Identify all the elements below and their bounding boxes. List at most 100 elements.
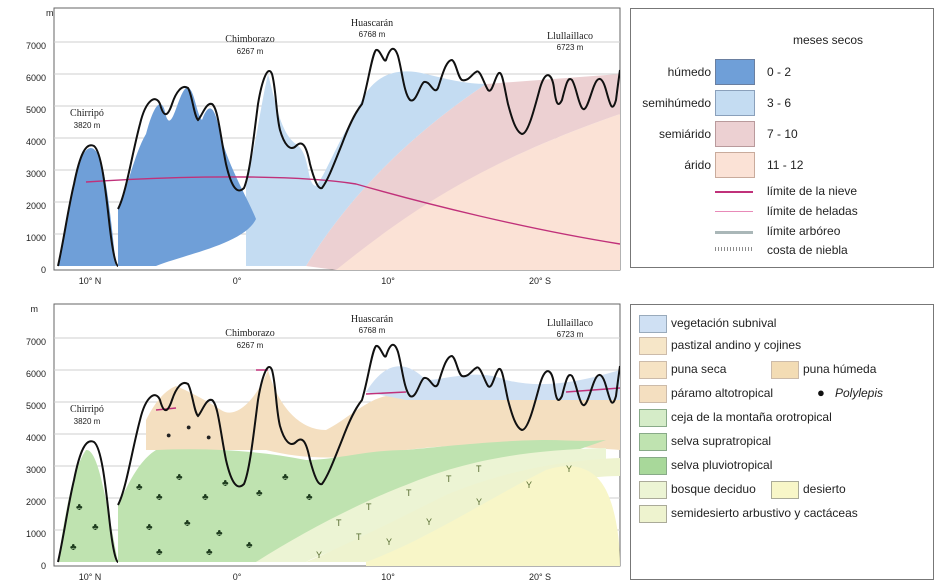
svg-text:●: ●	[166, 430, 171, 440]
vegetation-legend: vegetación subnival pastizal andino y co…	[630, 304, 934, 580]
svg-text:Y: Y	[316, 550, 322, 560]
svg-text:●: ●	[186, 422, 191, 432]
svg-text:T: T	[446, 474, 452, 484]
desert-zone	[366, 466, 620, 566]
fog-coast-sample	[715, 247, 753, 251]
polylepis-symbols: ● ● ●	[166, 422, 211, 442]
y-tick: 7000	[26, 41, 46, 51]
svg-text:♣: ♣	[136, 482, 143, 493]
swatch-supratropical	[639, 433, 667, 451]
y-tick: 5000	[26, 401, 46, 411]
svg-text:♣: ♣	[202, 492, 209, 503]
bottom-x-axis: 10° N 0° 10° 20° S	[79, 572, 551, 582]
x-tick: 20° S	[529, 276, 551, 286]
svg-text:Y: Y	[476, 497, 482, 507]
climate-range: 11 - 12	[767, 158, 804, 172]
svg-text:T: T	[366, 502, 372, 512]
x-tick: 10°	[381, 276, 395, 286]
line-label: límite de la nieve	[767, 184, 858, 198]
legend-label: selva pluviotropical	[671, 458, 773, 472]
peak-height: 6267 m	[237, 47, 264, 56]
svg-text:♣: ♣	[222, 478, 229, 489]
puna-paramo-zone	[146, 370, 620, 458]
top-x-axis: 10° N 0° 10° 20° S	[79, 276, 551, 286]
peak-name: Huascarán	[351, 18, 393, 29]
climate-range: 3 - 6	[767, 96, 792, 110]
svg-text:♣: ♣	[306, 492, 313, 503]
climate-range: 0 - 2	[767, 65, 792, 79]
y-tick: 3000	[26, 169, 46, 179]
swatch-pluviotropical	[639, 457, 667, 475]
legend-label: puna húmeda	[803, 362, 877, 376]
svg-text:♣: ♣	[156, 492, 163, 503]
semiarid-zone	[306, 74, 620, 270]
peak-name: Llullaillaco	[547, 318, 593, 329]
bottom-peak-labels: Chirripó 3820 m Chimborazo 6267 m Huasca…	[70, 314, 593, 426]
snow-line-bottom	[155, 369, 620, 411]
svg-text:♣: ♣	[282, 472, 289, 483]
y-tick: 4000	[26, 137, 46, 147]
x-tick: 0°	[233, 276, 242, 286]
svg-text:T: T	[476, 464, 482, 474]
swatch-semidesert	[639, 505, 667, 523]
legend-label: selva supratropical	[671, 434, 772, 448]
climate-label: semiárido	[658, 127, 711, 141]
y-tick: 5000	[26, 105, 46, 115]
humid-zone-chirripo	[58, 148, 116, 266]
legend-label: ceja de la montaña orotropical	[671, 410, 832, 424]
peak-name: Huascarán	[351, 314, 393, 325]
top-y-axis: m 0 1000 2000 3000 4000 5000 6000 7000	[26, 8, 54, 275]
x-tick: 0°	[233, 572, 242, 582]
y-tick: 2000	[26, 201, 46, 211]
terrain-outline-bottom	[57, 343, 620, 563]
y-tick: 1000	[26, 529, 46, 539]
snow-line-sample	[715, 191, 753, 193]
svg-text:♣: ♣	[246, 540, 253, 551]
svg-text:T: T	[356, 532, 362, 542]
x-tick: 10°	[381, 572, 395, 582]
svg-text:●: ●	[206, 432, 211, 442]
cactus-symbols: YYY YYY	[316, 464, 572, 560]
svg-text:♣: ♣	[70, 542, 77, 553]
climate-label: semihúmedo	[642, 96, 711, 110]
frost-line	[85, 176, 620, 245]
climate-label: húmedo	[667, 65, 711, 79]
frost-line-sample	[715, 211, 753, 212]
y-unit-top: m	[46, 8, 54, 18]
svg-text:T: T	[336, 518, 342, 528]
svg-text:♣: ♣	[184, 518, 191, 529]
legend-label: Polylepis	[835, 386, 884, 400]
climate-legend: meses secos húmedo 0 - 2 semihúmedo 3 - …	[630, 8, 934, 268]
swatch-paramo	[639, 385, 667, 403]
climate-swatch-semihumid	[715, 90, 755, 116]
svg-text:♣: ♣	[92, 522, 99, 533]
peak-height: 6267 m	[237, 341, 264, 350]
y-tick: 2000	[26, 497, 46, 507]
peak-height: 3820 m	[74, 121, 101, 130]
y-tick: 0	[41, 561, 46, 571]
peak-name: Chimborazo	[225, 328, 274, 339]
svg-text:♣: ♣	[146, 522, 153, 533]
climate-swatch-humid	[715, 59, 755, 85]
peak-name: Chirripó	[70, 404, 104, 415]
x-tick: 20° S	[529, 572, 551, 582]
peak-name: Chirripó	[70, 108, 104, 119]
swatch-desert	[771, 481, 799, 499]
swatch-subnival	[639, 315, 667, 333]
legend-label: semidesierto arbustivo y cactáceas	[671, 506, 858, 520]
legend-label: puna seca	[671, 362, 727, 376]
top-profile-panel: m 0 1000 2000 3000 4000 5000 6000 7000 1…	[26, 7, 621, 286]
peak-name: Llullaillaco	[547, 31, 593, 42]
peak-height: 6768 m	[359, 30, 386, 39]
swatch-dry-puna	[639, 361, 667, 379]
deciduous-symbols: TTT TTT	[336, 464, 482, 542]
y-tick: 1000	[26, 233, 46, 243]
legend-label: vegetación subnival	[671, 316, 777, 330]
x-tick: 10° N	[79, 276, 102, 286]
y-tick: 6000	[26, 73, 46, 83]
legend-label: pastizal andino y cojines	[671, 338, 802, 352]
peak-name: Chimborazo	[225, 34, 274, 45]
legend-label: desierto	[803, 482, 846, 496]
bottom-y-axis: m 0 1000 2000 3000 4000 5000 6000 7000	[26, 304, 46, 571]
top-peak-labels: Chirripó 3820 m Chimborazo 6267 m Huasca…	[70, 18, 593, 130]
